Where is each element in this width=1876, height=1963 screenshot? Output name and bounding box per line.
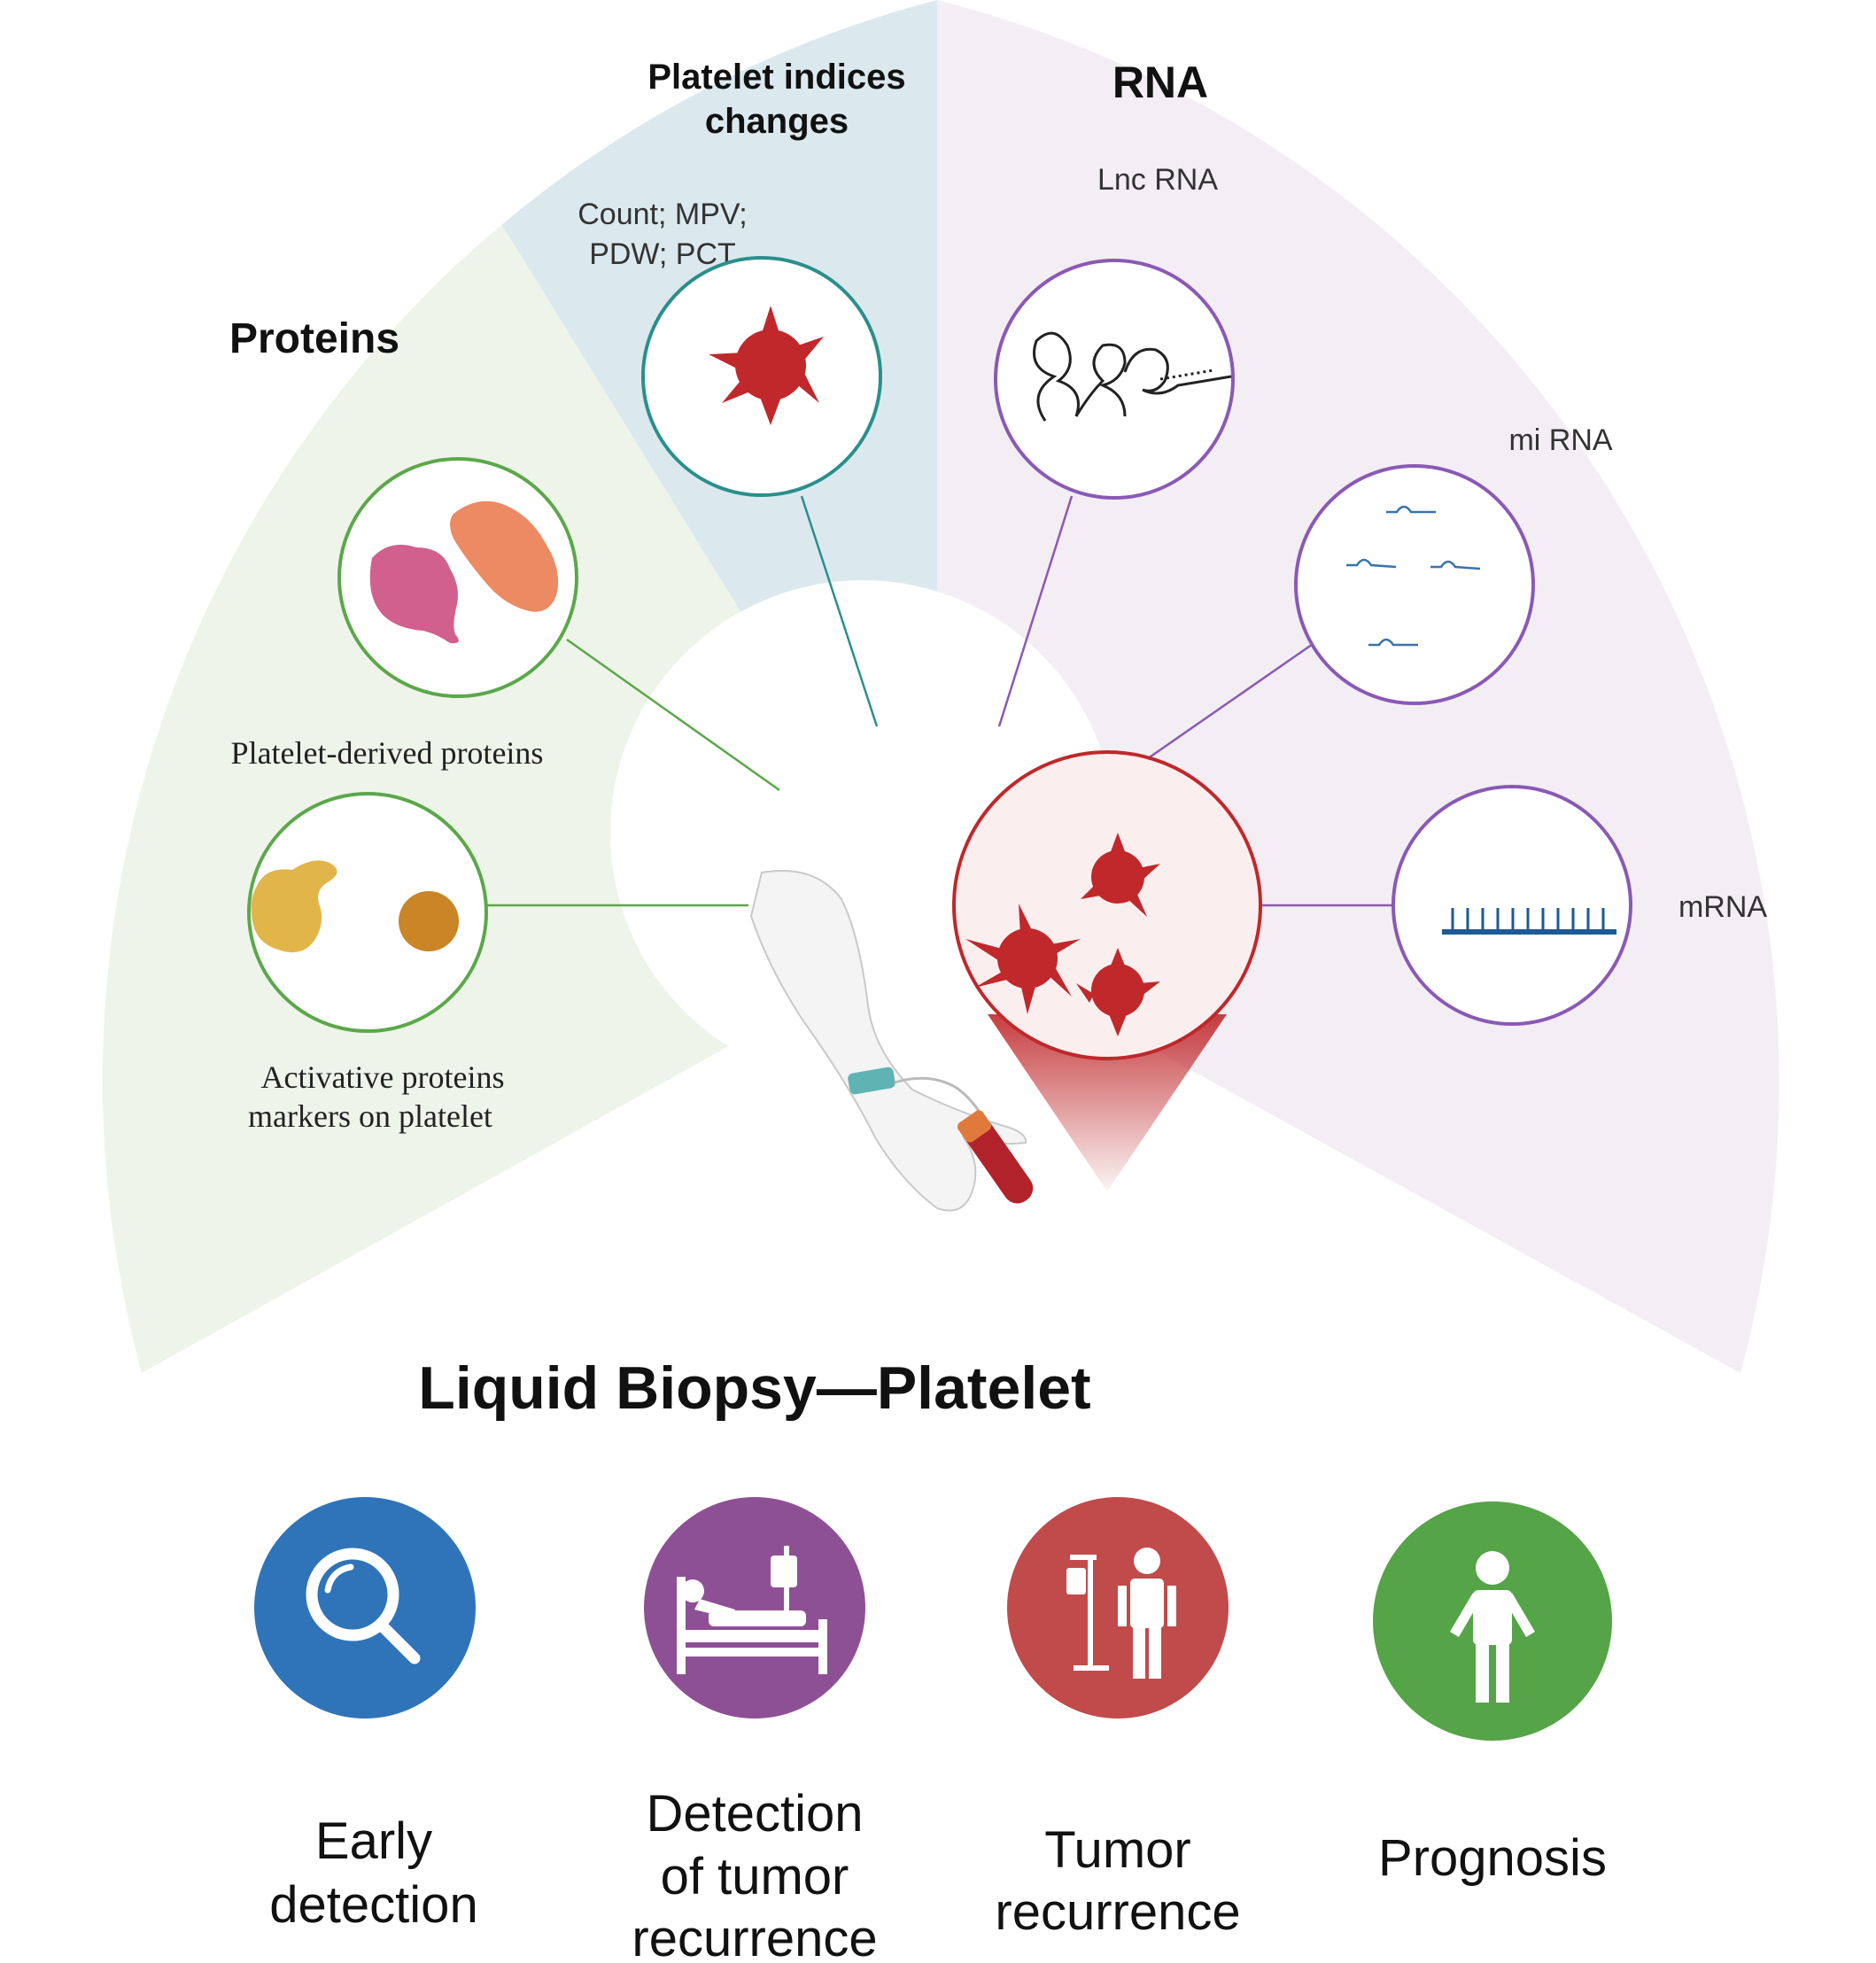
mrna-label: mRNA <box>1678 890 1767 924</box>
prognosis-label: Prognosis <box>1378 1829 1607 1887</box>
detection-recurrence-label-line1: Detection <box>646 1785 863 1843</box>
arm-blood-draw-icon <box>749 870 1034 1212</box>
indices-title-line1: Platelet indices <box>647 58 905 97</box>
platelet-derived-label: Platelet-derived proteins <box>231 735 544 771</box>
early-detection-label-line1: Early <box>315 1812 432 1870</box>
detection-recurrence-label-line2: of tumor <box>661 1848 849 1905</box>
application-prognosis: Prognosis <box>1373 1501 1612 1887</box>
tumor-recurrence-label-line1: Tumor <box>1044 1821 1190 1879</box>
detection-recurrence-label-line3: recurrence <box>632 1910 877 1963</box>
indices-subtitle-line1: Count; MPV; <box>578 198 747 231</box>
activative-markers-circle <box>247 792 488 1033</box>
tumor-recurrence-label-line2: recurrence <box>995 1883 1240 1941</box>
proteins-title: Proteins <box>229 315 399 362</box>
magnified-platelets <box>952 750 1262 1191</box>
indices-title-line2: changes <box>705 102 849 141</box>
detection-recurrence-circle <box>644 1497 865 1719</box>
indices-subtitle-line2: PDW; PCT <box>589 237 736 271</box>
early-detection-label-line2: detection <box>269 1876 477 1934</box>
protein-marker-icon <box>251 860 459 953</box>
mi-rna-label: mi RNA <box>1508 423 1612 457</box>
mi-rna-node <box>1294 464 1535 705</box>
activative-markers-node <box>247 792 488 1033</box>
magnifier-pin <box>988 1014 1227 1191</box>
main-title: Liquid Biopsy—Platelet <box>418 1354 1090 1422</box>
mrna-node <box>1391 785 1632 1026</box>
connector-indices <box>800 495 879 727</box>
activative-markers-label-line1: Activative proteins <box>261 1059 505 1095</box>
magnifier-icon <box>306 1548 421 1664</box>
connector-platelet-derived <box>566 638 780 792</box>
hospital-bed-icon <box>677 1546 827 1674</box>
mi-rna-icon <box>1346 505 1481 647</box>
application-detection-recurrence: Detection of tumor recurrence <box>632 1497 878 1963</box>
application-tumor-recurrence: Tumor recurrence <box>995 1497 1241 1941</box>
lnc-rna-node <box>994 259 1235 500</box>
rna-title: RNA <box>1112 58 1208 107</box>
protein-blob-icon <box>369 500 559 644</box>
activative-markers-label-line2: markers on platelet <box>248 1098 492 1134</box>
patient-iv-icon <box>1066 1548 1176 1679</box>
platelet-cluster-icon <box>965 833 1160 1036</box>
platelet-icon <box>709 306 824 425</box>
connector-lnc-rna <box>997 495 1074 727</box>
lnc-rna-label: Lnc RNA <box>1097 163 1218 197</box>
person-icon <box>1450 1551 1535 1703</box>
mi-rna-circle <box>1294 464 1535 705</box>
early-detection-circle <box>254 1497 476 1719</box>
application-early-detection: Early detection <box>254 1497 478 1934</box>
platelet-derived-proteins-node <box>337 457 578 698</box>
mrna-circle <box>1391 785 1632 1026</box>
lnc-rna-icon <box>1033 331 1232 422</box>
mrna-icon <box>1442 908 1616 935</box>
platelet-indices-node <box>641 256 882 497</box>
